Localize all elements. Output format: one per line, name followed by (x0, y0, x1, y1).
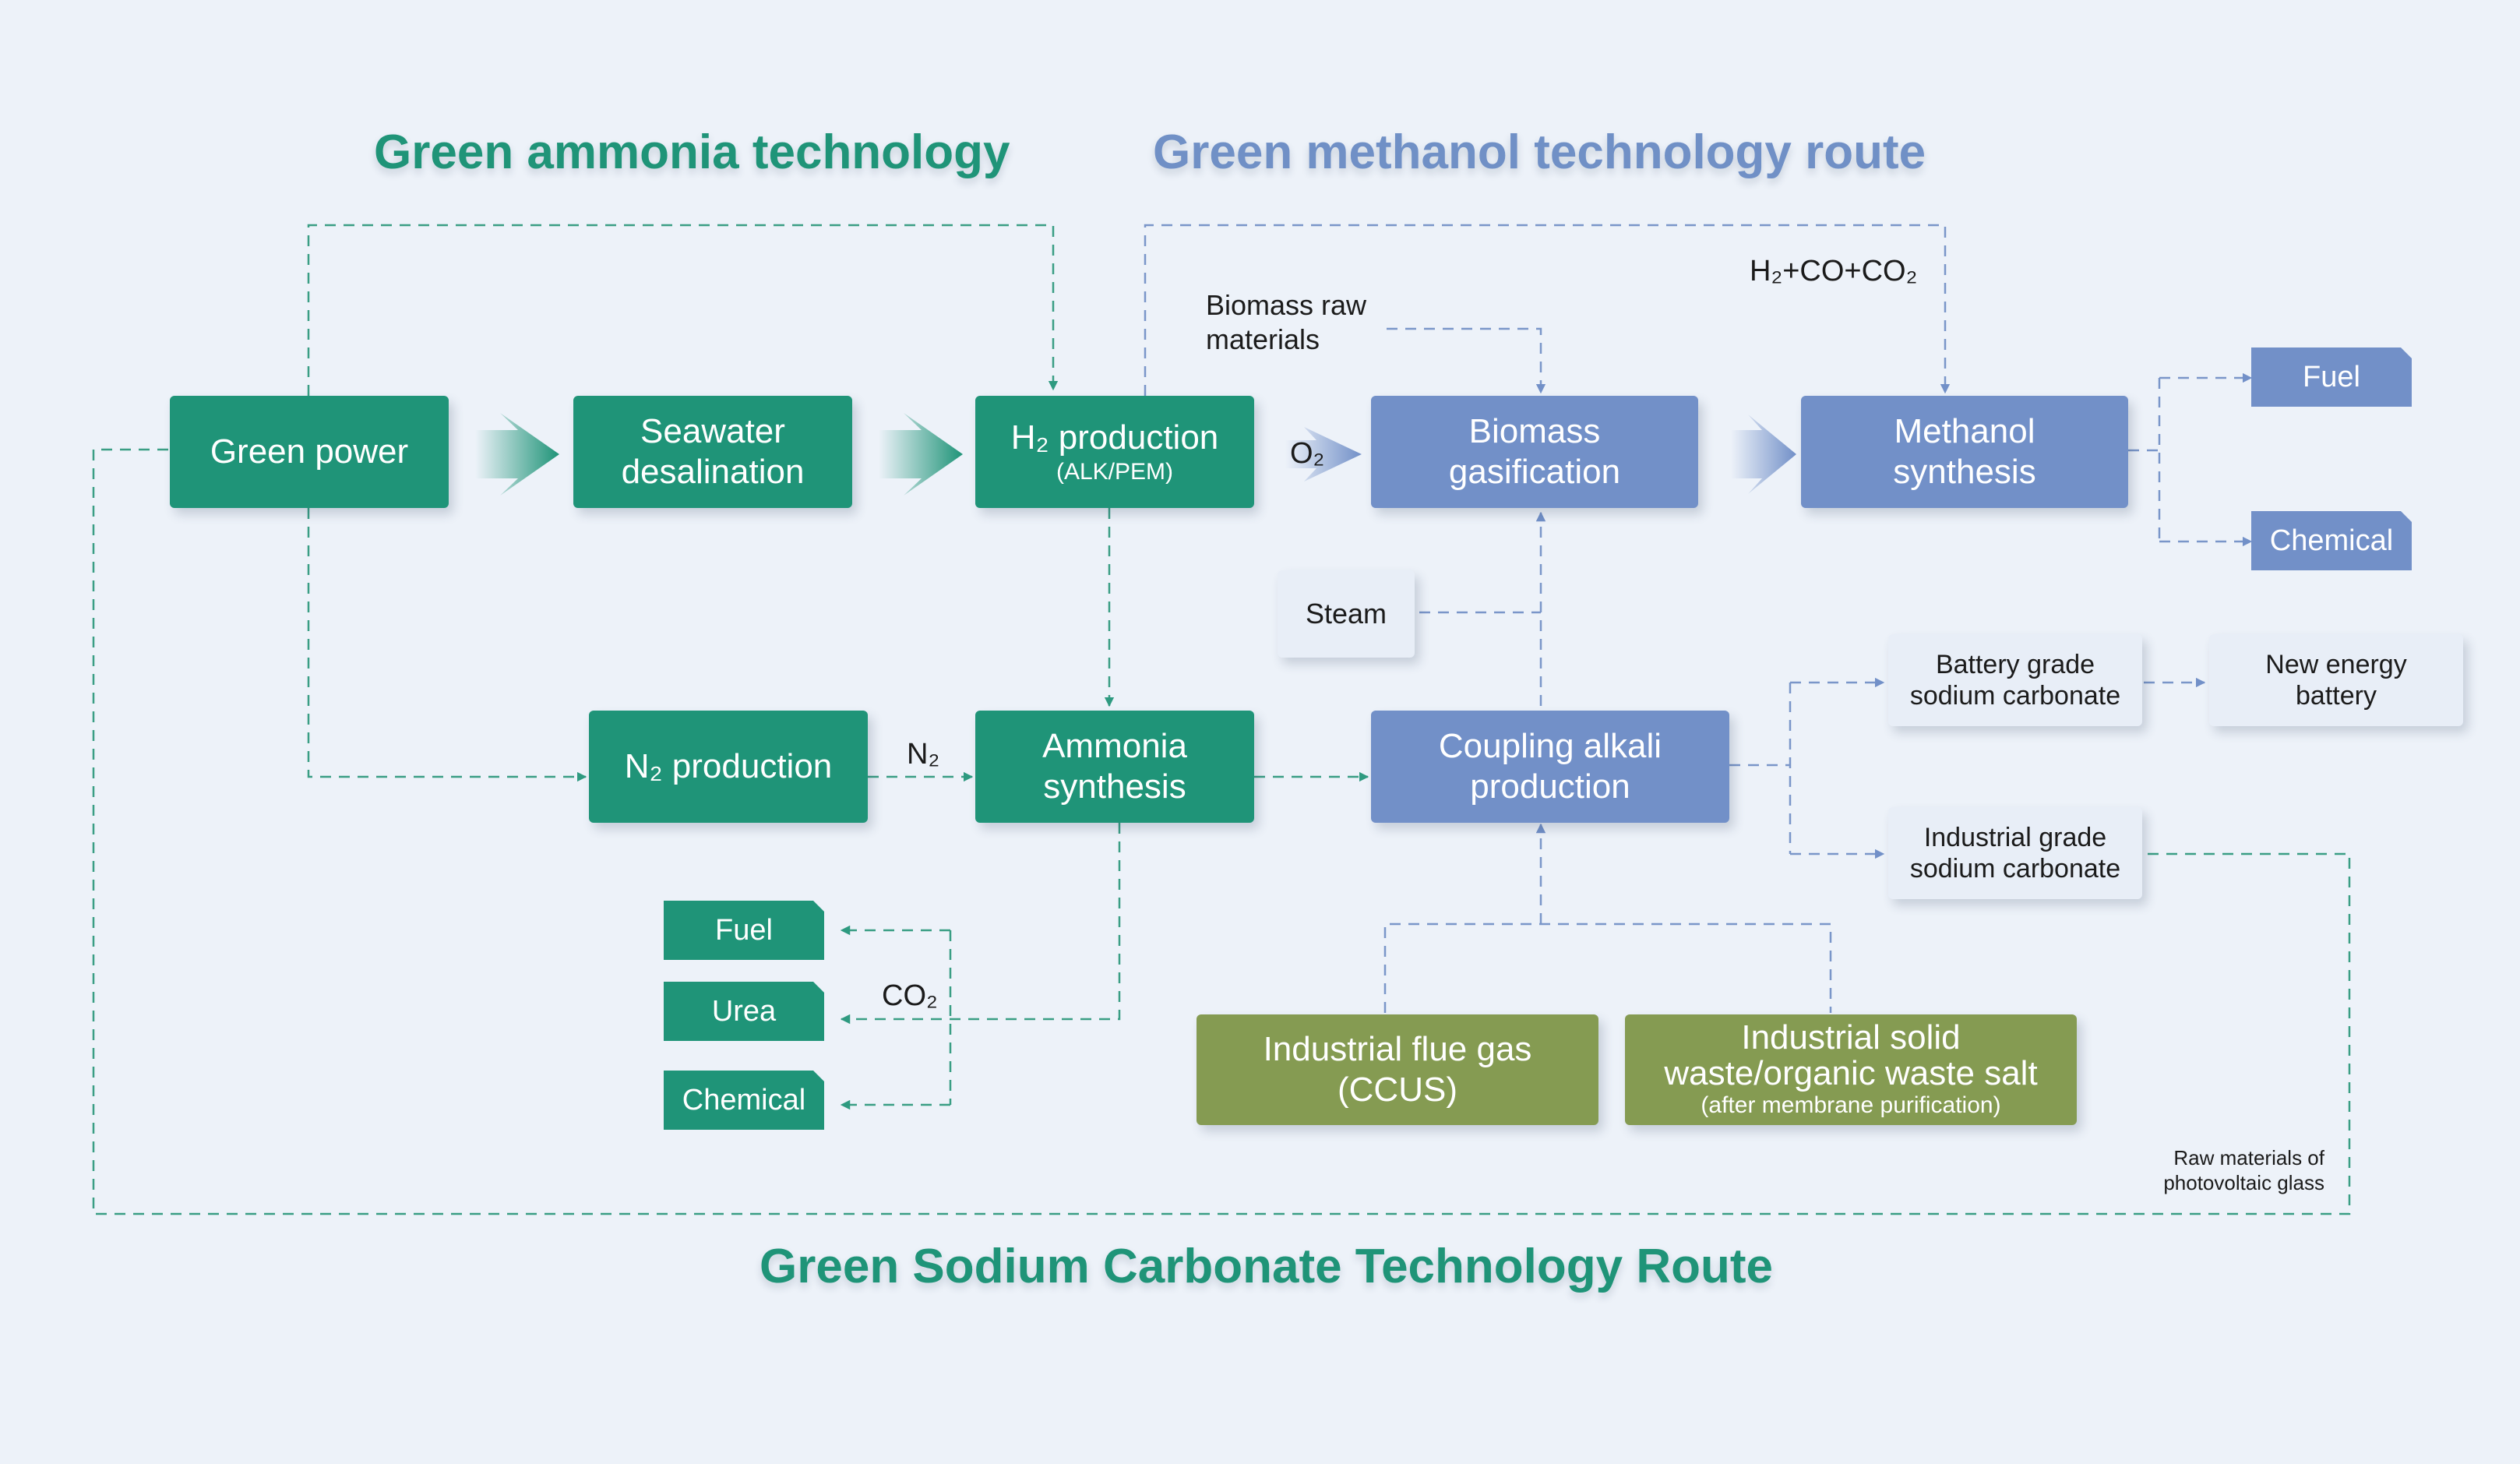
industrial-solid-waste-node: Industrial solid waste/organic waste sal… (1625, 1014, 2077, 1125)
ammonia-synthesis-node: Ammonia synthesis (975, 711, 1254, 823)
h2-co-co2-label: H₂+CO+CO₂ (1750, 255, 1918, 288)
o2-label: O₂ (1290, 437, 1325, 470)
flow-arrow (1731, 415, 1796, 494)
n2-production-node: N₂ production (589, 711, 868, 823)
methanol-synthesis-node: Methanol synthesis (1801, 396, 2128, 508)
biomass-gasification-label: Biomass gasification (1448, 412, 1621, 491)
ammonia-urea-tag: Urea (664, 982, 824, 1041)
h2-production-sublabel: (ALK/PEM) (1056, 459, 1174, 485)
seawater-desalination-node: Seawater desalination (573, 396, 852, 508)
biomass-gasification-node: Biomass gasification (1371, 396, 1698, 508)
steam-label: Steam (1305, 598, 1387, 630)
h2-production-node: H₂ production (ALK/PEM) (975, 396, 1254, 508)
industrial-flue-gas-label: Industrial flue gas (CCUS) (1263, 1030, 1532, 1109)
biomass-raw-label: Biomass raw materials (1206, 289, 1367, 355)
green-power-label: Green power (210, 432, 409, 471)
industrial-solid-waste-label: Industrial solid waste/organic waste sal… (1664, 1018, 2038, 1092)
ammonia-chemical-tag: Chemical (664, 1071, 824, 1130)
industrial-solid-waste-sublabel: (after membrane purification) (1701, 1092, 2001, 1118)
industrial-grade-label: Industrial grade sodium carbonate (1909, 823, 2121, 884)
methanol-route-title: Green methanol technology route (1153, 125, 1926, 179)
ammonia-fuel-tag: Fuel (664, 901, 824, 960)
methanol-fuel-tag: Fuel (2251, 347, 2412, 407)
new-energy-battery-label: New energy battery (2265, 650, 2407, 711)
green-power-node: Green power (170, 396, 449, 508)
methanol-chemical-tag: Chemical (2251, 511, 2412, 570)
new-energy-battery-node: New energy battery (2209, 634, 2463, 726)
flow-arrow (475, 413, 559, 496)
steam-node: Steam (1278, 570, 1415, 658)
ammonia-route-title: Green ammonia technology (374, 125, 1010, 179)
n2-label: N₂ (907, 738, 940, 771)
ammonia-synthesis-label: Ammonia synthesis (1042, 727, 1187, 806)
industrial-grade-node: Industrial grade sodium carbonate (1888, 807, 2142, 899)
methanol-synthesis-label: Methanol synthesis (1893, 412, 2036, 491)
industrial-flue-gas-node: Industrial flue gas (CCUS) (1197, 1014, 1598, 1125)
n2-production-label: N₂ production (624, 747, 833, 785)
battery-grade-node: Battery grade sodium carbonate (1888, 634, 2142, 726)
co2-label: CO₂ (882, 979, 938, 1012)
coupling-alkali-label: Coupling alkali production (1438, 727, 1662, 806)
sodium-carbonate-route-title: Green Sodium Carbonate Technology Route (760, 1240, 1773, 1293)
seawater-desalination-label: Seawater desalination (621, 412, 805, 491)
h2-production-label: H₂ production (1010, 418, 1219, 457)
flow-arrow (1285, 427, 1362, 482)
coupling-alkali-node: Coupling alkali production (1371, 711, 1729, 823)
pv-glass-label: Raw materials of photovoltaic glass (2163, 1146, 2324, 1194)
battery-grade-label: Battery grade sodium carbonate (1909, 650, 2121, 711)
flow-arrow (879, 413, 963, 496)
